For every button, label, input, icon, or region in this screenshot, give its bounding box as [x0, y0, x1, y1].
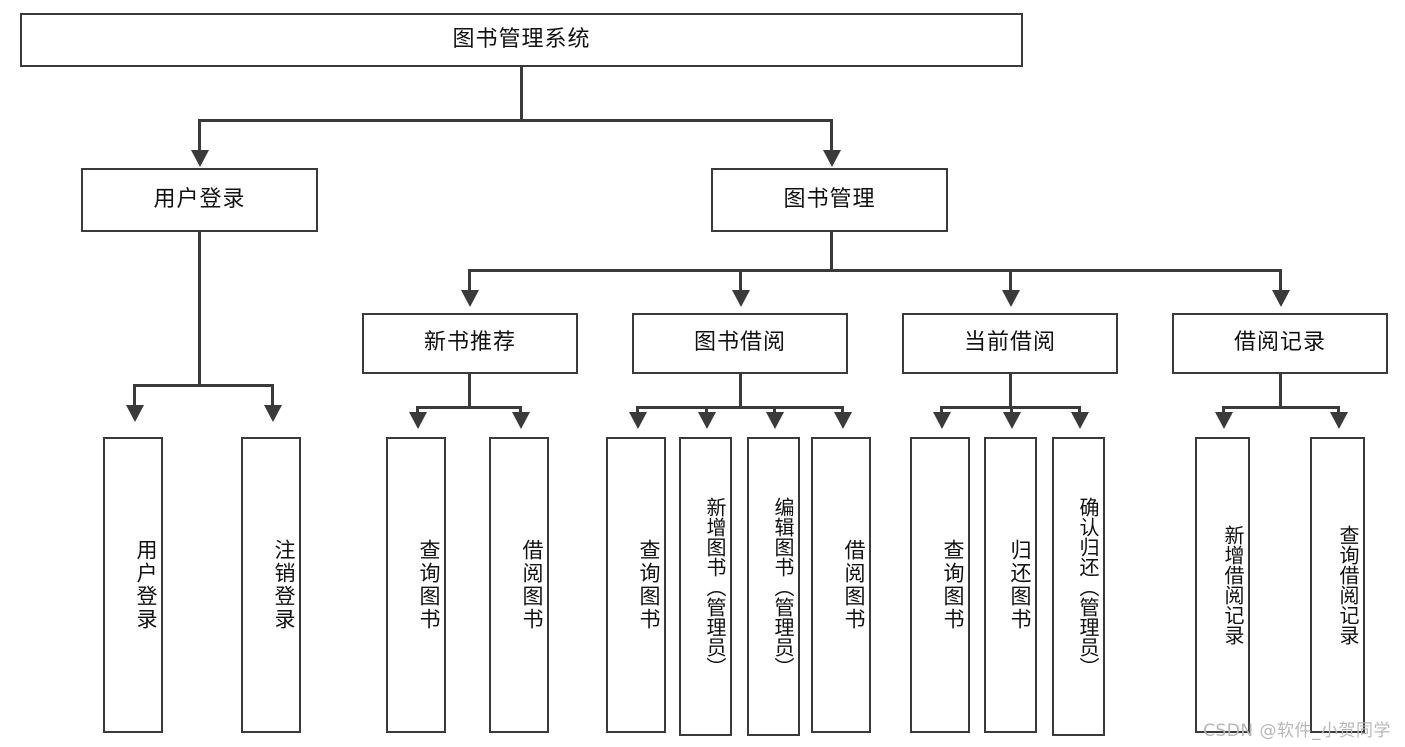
- edge-bm-to-new-book: [468, 269, 471, 291]
- edge-current-borrow-stem: [1009, 374, 1012, 406]
- node-label: 查询图书: [637, 539, 661, 631]
- node-label: 图书管理系统: [452, 26, 591, 52]
- node-new-book-recommend[interactable]: 新书推荐: [362, 313, 578, 374]
- edge-borrow-record-stem: [1279, 374, 1282, 406]
- node-label: 借阅记录: [1233, 330, 1326, 356]
- node-label: 确认归还（管理员）: [1076, 496, 1100, 677]
- arrow-to-leaf-return-book: [1003, 412, 1021, 429]
- node-label: 新书推荐: [423, 330, 516, 356]
- node-label: 当前借阅: [963, 330, 1056, 356]
- node-leaf-borrow-book-2[interactable]: 借阅图书: [811, 437, 871, 733]
- arrow-to-current-borrow: [1002, 290, 1020, 307]
- node-label: 查询借阅记录: [1336, 525, 1360, 645]
- node-label: 注销登录: [272, 539, 296, 631]
- node-label: 借阅图书: [842, 539, 866, 631]
- edge-user-login-stem: [198, 232, 201, 384]
- node-leaf-user-login[interactable]: 用户登录: [103, 437, 163, 733]
- arrow-to-leaf-query-record: [1330, 412, 1348, 429]
- node-leaf-return-book[interactable]: 归还图书: [984, 437, 1037, 733]
- arrow-to-book-manage: [823, 150, 841, 167]
- node-label: 用户登录: [134, 539, 158, 631]
- node-label: 查询图书: [941, 539, 965, 631]
- edge-root-bus: [198, 119, 833, 122]
- arrow-to-user-login: [191, 150, 209, 167]
- edge-root-to-book-manage: [830, 119, 833, 151]
- arrow-to-new-book-recommend: [461, 290, 479, 307]
- node-current-borrow[interactable]: 当前借阅: [902, 313, 1118, 374]
- node-label: 图书管理: [783, 186, 876, 212]
- edge-user-login-bus: [133, 384, 271, 387]
- node-leaf-query-book-1[interactable]: 查询图书: [386, 437, 446, 733]
- arrow-to-leaf-borrow-book-2: [834, 412, 852, 429]
- node-leaf-add-book[interactable]: 新增图书（管理员）: [679, 437, 732, 736]
- node-leaf-logout-login[interactable]: 注销登录: [241, 437, 301, 733]
- node-leaf-add-record[interactable]: 新增借阅记录: [1195, 437, 1250, 733]
- arrow-to-leaf-query-book-1: [409, 412, 427, 429]
- node-leaf-query-record[interactable]: 查询借阅记录: [1310, 437, 1365, 733]
- arrow-to-leaf-logout-login: [264, 405, 282, 422]
- edge-root-to-user-login: [198, 119, 201, 151]
- arrow-to-leaf-confirm-return: [1071, 412, 1089, 429]
- node-leaf-query-book-3[interactable]: 查询图书: [910, 437, 970, 733]
- edge-user-login-to-leaf-2: [271, 384, 274, 406]
- edge-bm-to-borrow-record: [1279, 269, 1282, 291]
- edge-bm-to-current-borrow: [1009, 269, 1012, 291]
- node-label: 编辑图书（管理员）: [771, 496, 795, 677]
- arrow-to-leaf-add-record: [1215, 412, 1233, 429]
- node-label: 用户登录: [153, 186, 246, 212]
- node-leaf-confirm-return[interactable]: 确认归还（管理员）: [1052, 437, 1105, 736]
- node-user-login[interactable]: 用户登录: [81, 168, 318, 232]
- node-book-management[interactable]: 图书管理: [711, 168, 948, 232]
- arrow-to-leaf-query-book-2: [629, 412, 647, 429]
- edge-user-login-to-leaf-1: [133, 384, 136, 406]
- node-leaf-borrow-book-1[interactable]: 借阅图书: [489, 437, 549, 733]
- node-label: 新增借阅记录: [1221, 525, 1245, 645]
- arrow-to-leaf-user-login: [126, 405, 144, 422]
- node-leaf-edit-book[interactable]: 编辑图书（管理员）: [747, 437, 800, 736]
- edge-borrow-record-bus: [1222, 406, 1340, 409]
- edge-new-book-stem: [468, 374, 471, 406]
- node-leaf-query-book-2[interactable]: 查询图书: [606, 437, 666, 733]
- node-label: 新增图书（管理员）: [703, 496, 727, 677]
- edge-book-borrow-bus: [636, 406, 844, 409]
- arrow-to-book-borrow: [732, 290, 750, 307]
- edge-new-book-bus: [416, 406, 522, 409]
- node-label: 借阅图书: [520, 539, 544, 631]
- watermark-csdn: CSDN @软件_小贺同学: [1203, 721, 1391, 741]
- arrow-to-leaf-query-book-3: [933, 412, 951, 429]
- edge-root-stem: [520, 67, 523, 119]
- edge-book-manage-stem: [830, 232, 833, 269]
- node-label: 查询图书: [417, 539, 441, 631]
- arrow-to-leaf-borrow-book-1: [512, 412, 530, 429]
- arrow-to-borrow-record: [1272, 290, 1290, 307]
- node-root-book-management-system[interactable]: 图书管理系统: [20, 13, 1023, 67]
- node-label: 图书借阅: [693, 330, 786, 356]
- edge-book-borrow-stem: [739, 374, 742, 406]
- node-borrow-record[interactable]: 借阅记录: [1172, 313, 1388, 374]
- arrow-to-leaf-add-book: [698, 412, 716, 429]
- node-label: 归还图书: [1008, 539, 1032, 631]
- node-book-borrow[interactable]: 图书借阅: [632, 313, 848, 374]
- edge-book-manage-bus: [468, 269, 1282, 272]
- edge-bm-to-book-borrow: [739, 269, 742, 291]
- arrow-to-leaf-edit-book: [766, 412, 784, 429]
